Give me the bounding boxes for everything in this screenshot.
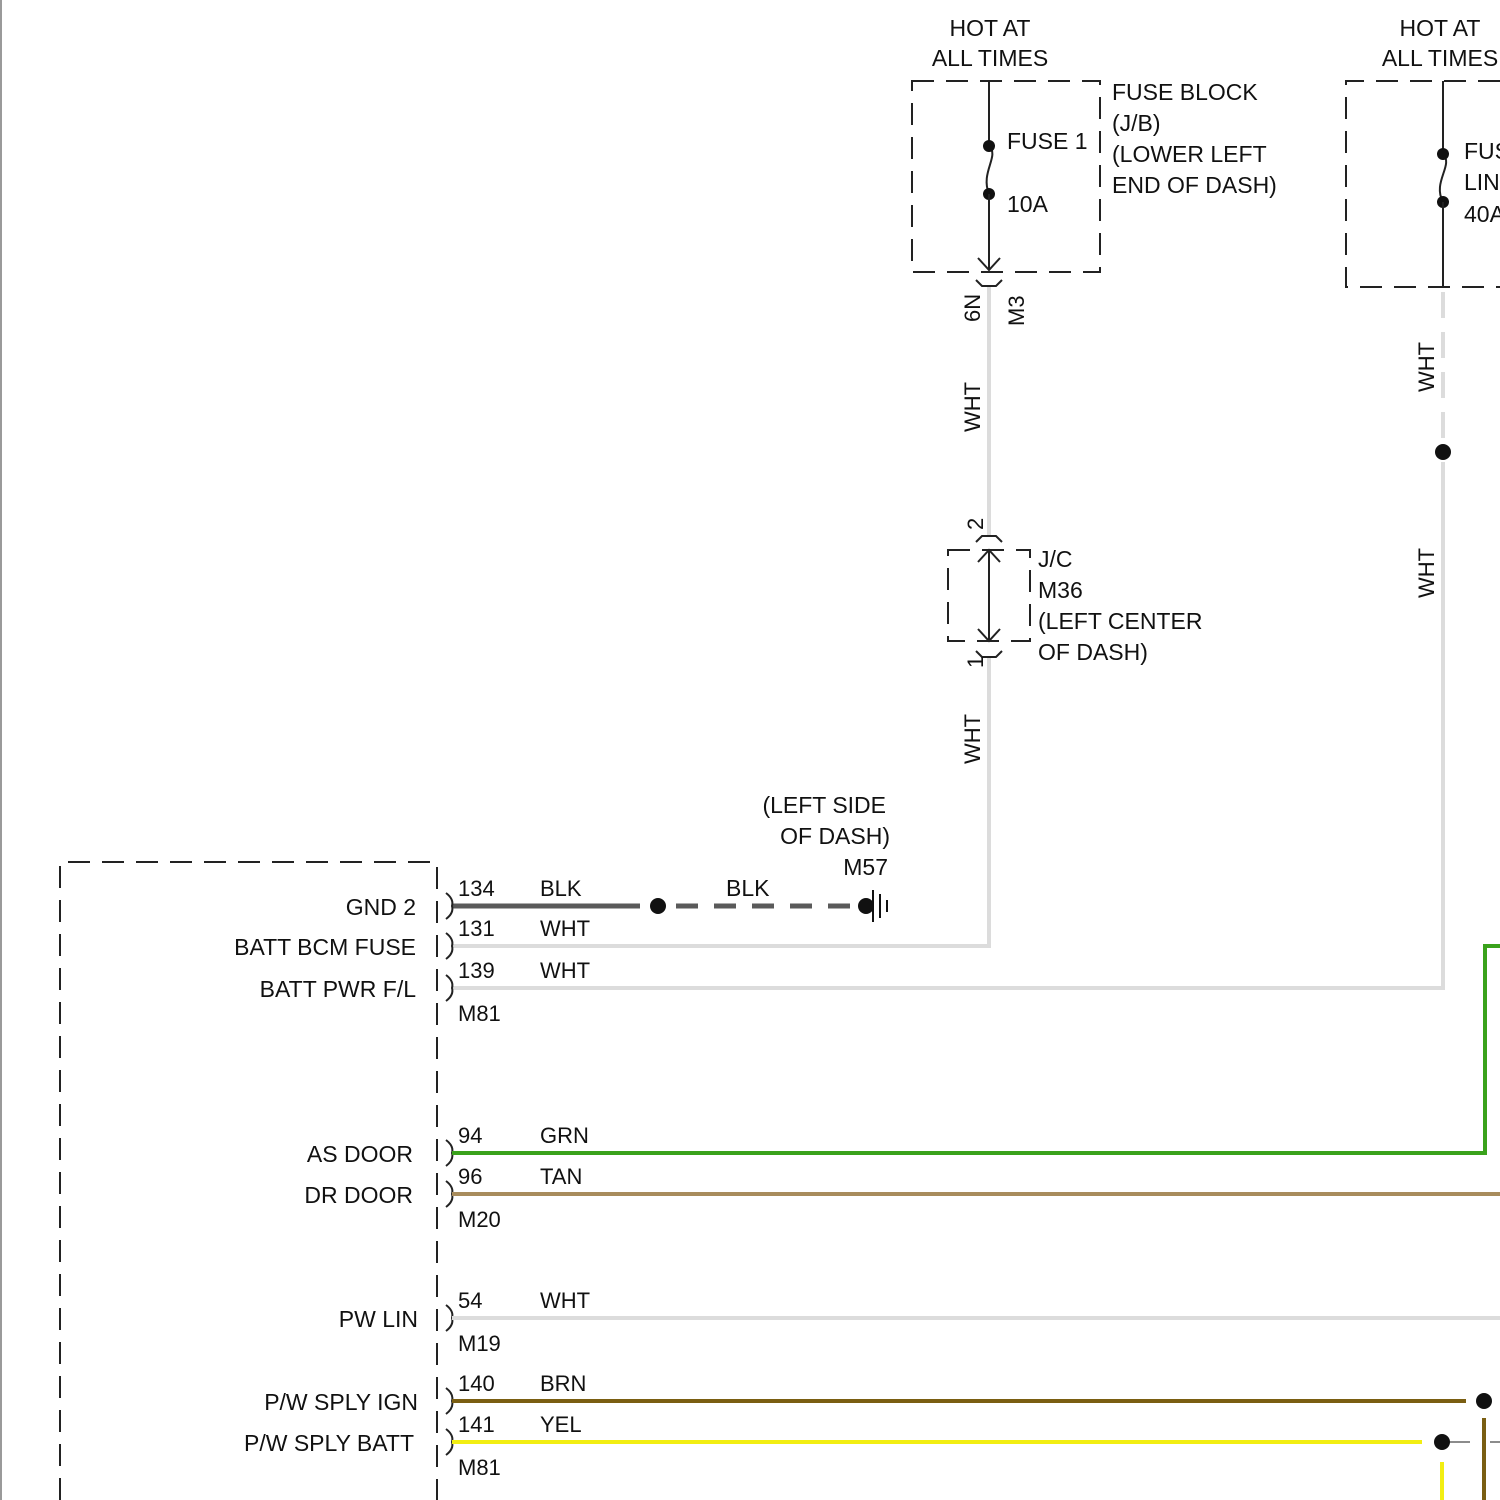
wire-color-label: GRN: [540, 1123, 589, 1148]
junction-label-4: OF DASH): [1038, 639, 1148, 665]
wire-color-label: TAN: [540, 1164, 582, 1189]
connector-pin-6n: 6N: [960, 294, 985, 322]
module-pin-name: GND 2: [346, 894, 416, 920]
wire-wht-131[interactable]: [452, 658, 989, 946]
module-pin-name: P/W SPLY BATT: [244, 1430, 414, 1456]
wire-color-label: WHT: [540, 916, 590, 941]
fuse-1-name: FUSE 1: [1007, 128, 1088, 154]
junction-label-1: J/C: [1038, 546, 1073, 572]
connector-bracket-icon: [976, 280, 1002, 286]
connector-id: M20: [458, 1207, 501, 1232]
pin-number: 131: [458, 916, 495, 941]
fuse-block-outline: [912, 81, 1100, 272]
pin-number: 134: [458, 876, 495, 901]
splice-icon: [1434, 1434, 1450, 1450]
connector-bracket-icon: [446, 1305, 452, 1331]
junction-label-3: (LEFT CENTER: [1038, 608, 1202, 634]
fuse-block-group: HOT AT ALL TIMES FUSE 1 10A FUSE BLOCK (…: [912, 15, 1277, 326]
connector-id: M81: [458, 1001, 501, 1026]
connector-bracket-icon: [446, 1140, 452, 1166]
module-pin-name: BATT BCM FUSE: [234, 934, 416, 960]
wire-color-label: WHT: [960, 382, 985, 432]
connector-bracket-icon: [446, 975, 452, 1001]
splice-icon: [1476, 1393, 1492, 1409]
pin-number: 54: [458, 1288, 482, 1313]
connector-bracket-icon: [446, 893, 452, 919]
module-pin-name: PW LIN: [339, 1306, 418, 1332]
hot-at-label-2: HOT AT: [1400, 15, 1481, 41]
fusible-link-name-1: FUS: [1464, 138, 1500, 164]
junction-connector-group: 2 1 J/C M36 (LEFT CENTER OF DASH): [948, 518, 1202, 668]
junction-label-2: M36: [1038, 577, 1083, 603]
wire-color-label: WHT: [540, 1288, 590, 1313]
wire-color-label: BLK: [540, 876, 582, 901]
fuse-terminal-icon: [1437, 148, 1449, 160]
fuse-block-location-1: FUSE BLOCK: [1112, 79, 1258, 105]
connector-id-m3: M3: [1004, 295, 1029, 326]
wire-color-label: WHT: [540, 958, 590, 983]
ground-group: BLK (LEFT SIDE OF DASH) M57: [452, 792, 890, 922]
fuse-block-location-2: (J/B): [1112, 110, 1161, 136]
junction-pin-2: 2: [963, 518, 988, 530]
splice-icon: [1435, 444, 1451, 460]
wire-color-label: WHT: [960, 714, 985, 764]
wire-color-label: YEL: [540, 1412, 582, 1437]
pin-number: 139: [458, 958, 495, 983]
all-times-label-1: ALL TIMES: [932, 45, 1048, 71]
fuse-1-symbol[interactable]: [987, 146, 993, 194]
module-pin-name: DR DOOR: [304, 1182, 413, 1208]
module-pin-name: P/W SPLY IGN: [264, 1389, 418, 1415]
wire-color-label: BRN: [540, 1371, 586, 1396]
fuse-block-location-3: (LOWER LEFT: [1112, 141, 1267, 167]
junction-pin-1: 1: [963, 656, 988, 668]
connector-bracket-icon: [446, 933, 452, 959]
wire-color-label: WHT: [1414, 342, 1439, 392]
wire-wht-139[interactable]: [452, 462, 1443, 988]
connector-bracket-icon: [446, 1181, 452, 1207]
module-pin-name: BATT PWR F/L: [260, 976, 417, 1002]
ground-location-2: OF DASH): [780, 823, 890, 849]
fusible-link-group: HOT AT ALL TIMES FUS LIN 40A: [1346, 15, 1500, 287]
splice-icon: [650, 898, 666, 914]
connector-bracket-icon: [976, 536, 1002, 542]
connector-bracket-icon: [446, 1388, 452, 1414]
fuse-terminal-icon: [983, 140, 995, 152]
ground-terminal-icon: [858, 898, 874, 914]
connector-id: M19: [458, 1331, 501, 1356]
wire-color-label: BLK: [726, 875, 770, 901]
fusible-link-rating: 40A: [1464, 201, 1500, 227]
fuse-block-location-4: END OF DASH): [1112, 172, 1277, 198]
module-pin-name: AS DOOR: [307, 1141, 413, 1167]
wire-color-label: WHT: [1414, 548, 1439, 598]
ground-location-1: (LEFT SIDE: [762, 792, 886, 818]
ground-id: M57: [843, 854, 888, 880]
hot-at-label-1: HOT AT: [950, 15, 1031, 41]
pin-number: 141: [458, 1412, 495, 1437]
connector-id: M81: [458, 1455, 501, 1480]
fusible-link-name-2: LIN: [1464, 169, 1500, 195]
pin-number: 96: [458, 1164, 482, 1189]
fuse-1-rating: 10A: [1007, 191, 1049, 217]
fusible-link-symbol[interactable]: [1440, 154, 1446, 202]
all-times-label-2: ALL TIMES: [1382, 45, 1498, 71]
connector-bracket-icon: [446, 1429, 452, 1455]
pin-number: 140: [458, 1371, 495, 1396]
wire-grn-94[interactable]: [452, 946, 1500, 1153]
pin-number: 94: [458, 1123, 482, 1148]
